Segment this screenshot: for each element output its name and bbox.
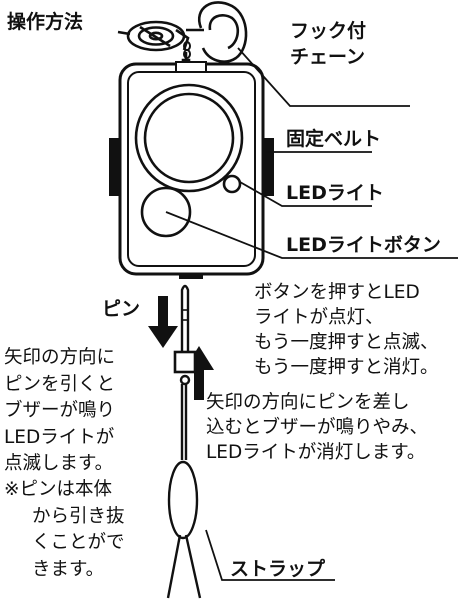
strap [166,384,202,599]
hook-chain-label-line1: フック付 [290,20,367,42]
belt-right [263,138,274,196]
chain [183,41,191,59]
speaker [134,83,244,193]
led-light [222,174,242,194]
hook-clip [181,1,248,72]
leader-lines [165,47,458,581]
pull-description: 矢印の方向に ピンを引くと ブザーが鳴り LEDライトが 点滅します。 [4,347,116,474]
button-description: ボタンを押すとLED ライトが点灯、 もう一度押すと点滅、 もう一度押すと消灯。 [254,282,439,378]
belt-left [109,138,120,196]
hook-chain-label-line2: チェーン [290,46,366,68]
led-button-label: LEDライトボタン [286,234,441,256]
belt-label: 固定ベルト [286,128,382,150]
pull-arrow [148,296,178,348]
key-ring [117,20,190,52]
strap-label: ストラップ [230,558,326,580]
led-label: LEDライト [286,182,384,204]
pin-note: ※ピンは本体 から引き抜 くことがで きます。 [4,479,125,580]
insert-description: 矢印の方向にピンを差し 込むとブザーが鳴りやみ、 LEDライトが消灯します。 [206,392,429,463]
page-title: 操作方法 [7,11,84,33]
pin [173,284,197,386]
pin-label: ピン [102,298,141,320]
